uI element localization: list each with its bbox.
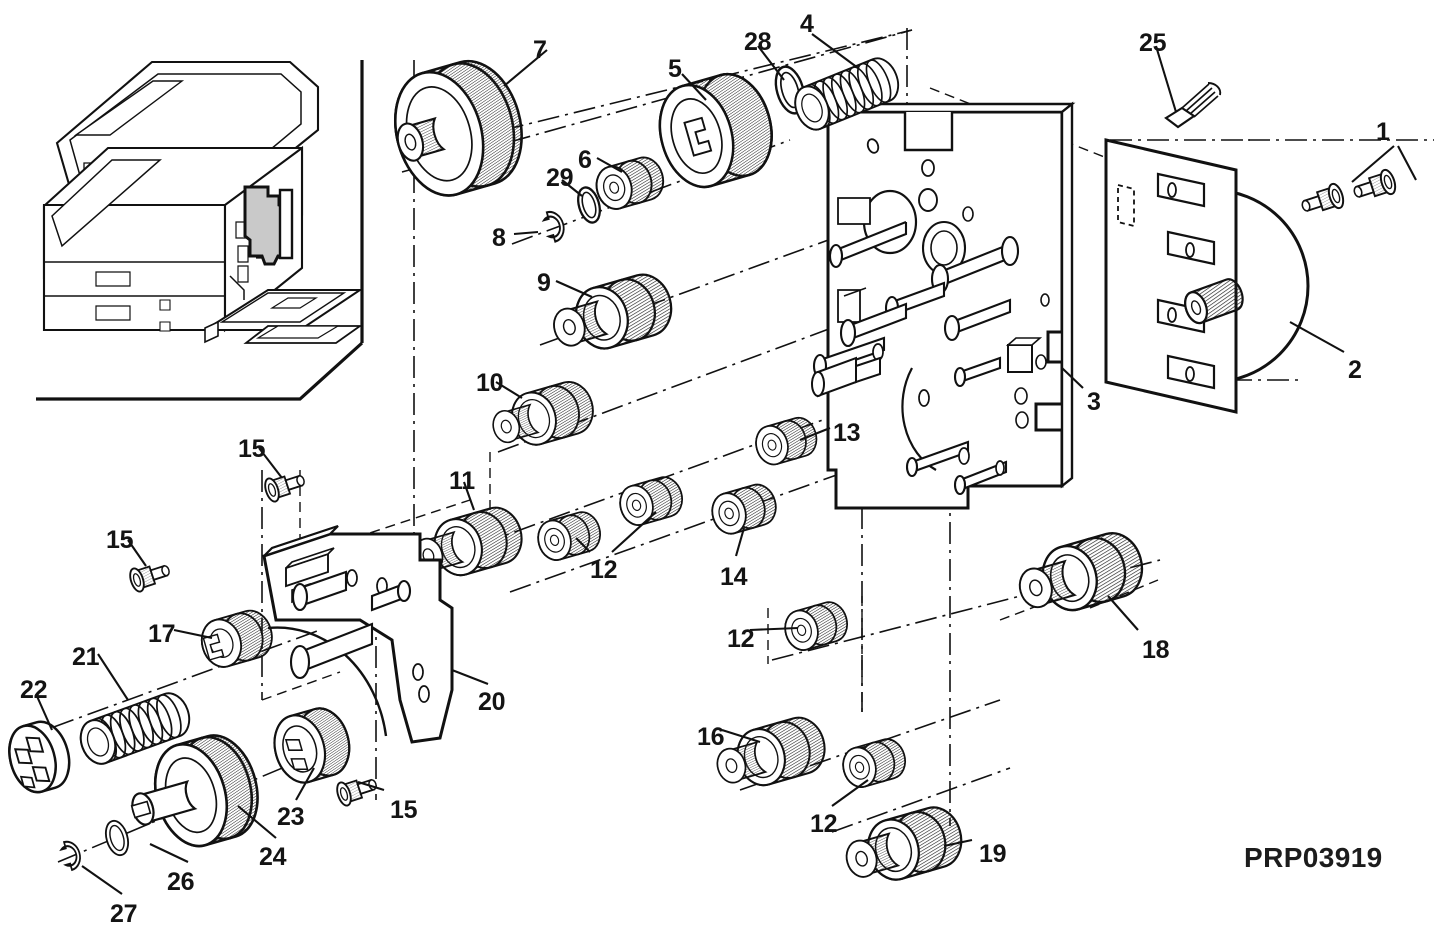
callout-24: 24	[259, 843, 287, 871]
gear-23	[273, 707, 351, 784]
drive-motor-assembly	[1104, 138, 1310, 414]
screw-15-c	[333, 771, 381, 809]
gear-18	[1010, 525, 1151, 625]
callout-4: 4	[800, 10, 814, 38]
callout-12-c: 12	[810, 810, 838, 838]
callout-19: 19	[979, 840, 1007, 868]
gear-5	[658, 72, 773, 189]
gear-16	[709, 711, 833, 798]
spacer-ring-29	[577, 186, 601, 224]
coupling-22	[8, 720, 71, 794]
callout-8: 8	[492, 224, 506, 252]
callout-14: 14	[720, 563, 748, 591]
callout-10: 10	[476, 369, 504, 397]
eclip-27	[58, 837, 85, 873]
callout-15-a: 15	[238, 435, 266, 463]
callout-23: 23	[277, 803, 305, 831]
gear-13	[750, 413, 822, 470]
gear-9	[545, 267, 680, 363]
callout-18: 18	[1142, 636, 1170, 664]
gear-10	[485, 375, 600, 457]
callout-16: 16	[697, 723, 725, 751]
gear-12-b	[614, 472, 688, 530]
callout-26: 26	[167, 868, 195, 896]
callout-21: 21	[72, 643, 100, 671]
callout-29: 29	[546, 164, 574, 192]
gear-24	[130, 734, 259, 848]
callout-25: 25	[1139, 29, 1167, 57]
callout-20: 20	[478, 688, 506, 716]
leader-lines	[35, 33, 1417, 895]
callout-28: 28	[744, 28, 772, 56]
washer-26	[101, 817, 133, 859]
diagram-code: PRP03919	[1244, 842, 1383, 873]
callout-27: 27	[110, 900, 138, 928]
copier-machine-illustration	[36, 60, 364, 401]
callout-17: 17	[148, 620, 176, 648]
callout-11: 11	[449, 467, 475, 495]
gear-12-d	[837, 734, 911, 792]
callout-1: 1	[1376, 118, 1390, 146]
screw-15-b	[126, 557, 174, 595]
callout-3: 3	[1087, 388, 1101, 416]
callout-12-b: 12	[727, 625, 755, 653]
screw-15-a	[261, 467, 309, 505]
sub-bracket-20	[262, 524, 454, 744]
callout-2: 2	[1348, 356, 1362, 384]
main-drive-bracket	[811, 101, 1076, 510]
callout-15-b: 15	[106, 526, 134, 554]
gear-19	[838, 800, 970, 894]
gear-12-c	[779, 597, 853, 655]
callout-13: 13	[833, 419, 861, 447]
callout-22: 22	[20, 676, 48, 704]
callout-9: 9	[537, 269, 551, 297]
callout-15-c: 15	[390, 796, 418, 824]
callout-12-a: 12	[590, 556, 618, 584]
gear-17	[200, 609, 273, 668]
motor-mount-screws	[1297, 167, 1399, 220]
eclip-8	[541, 207, 569, 244]
callout-5: 5	[668, 55, 682, 83]
gear-7	[393, 59, 523, 197]
callout-7: 7	[533, 36, 547, 64]
callout-6: 6	[578, 146, 592, 174]
